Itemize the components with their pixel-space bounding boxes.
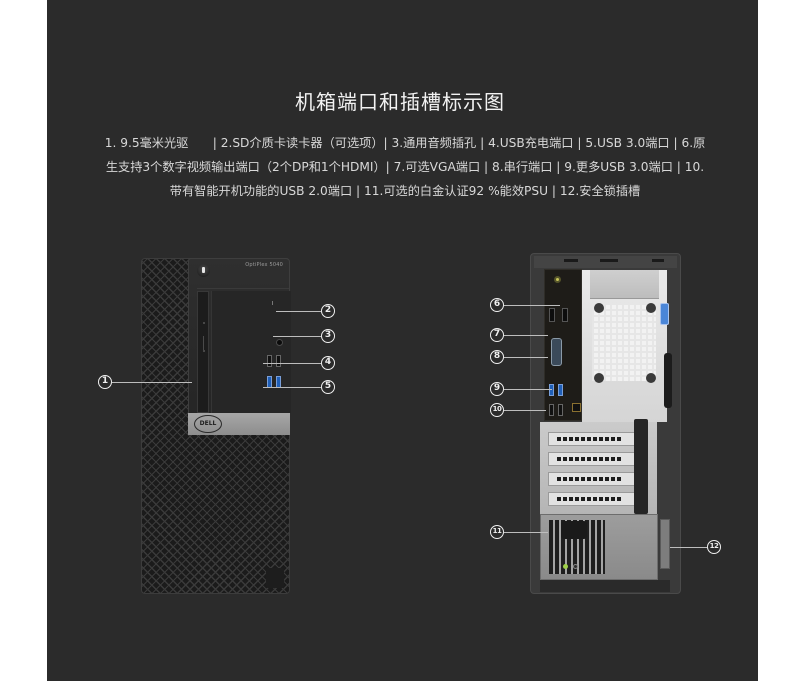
- psu-test-button-icon: [573, 564, 578, 569]
- expansion-slot-cover: [548, 492, 643, 506]
- bezel-divider: [197, 288, 289, 289]
- side-handle: [664, 353, 672, 408]
- leader-line: [263, 363, 321, 364]
- port-description: 1. 9.5毫米光驱 | 2.SD介质卡读卡器（可选项）| 3.通用音频插孔 |…: [60, 131, 750, 203]
- callout-7: 7: [490, 328, 504, 342]
- front-io-panel: [211, 291, 291, 413]
- description-line: 1. 9.5毫米光驱 | 2.SD介质卡读卡器（可选项）| 3.通用音频插孔 |…: [104, 136, 706, 150]
- expansion-slot-cover: [548, 472, 643, 486]
- callout-1: 1: [98, 375, 112, 389]
- screw-icon: [594, 373, 604, 383]
- callout-11: 11: [490, 525, 504, 539]
- usb2-port-icon: [549, 404, 554, 416]
- leader-line: [273, 336, 321, 337]
- front-view-tower: OptiPlex 5040 DELL: [141, 258, 291, 594]
- callout-5: 5: [321, 380, 335, 394]
- leader-line: [504, 532, 548, 533]
- optical-drive-slot: [197, 291, 209, 413]
- rear-base: [540, 580, 670, 592]
- fan-vent-area: [582, 270, 667, 422]
- callout-4: 4: [321, 356, 335, 370]
- power-supply-unit: [540, 514, 658, 580]
- ethernet-port-icon: [572, 403, 581, 412]
- expansion-slot-cover: [548, 452, 643, 466]
- usb-port-icon: [276, 355, 281, 367]
- rear-top-vents: [534, 256, 677, 268]
- description-line: 生支持3个数字视频输出端口（2个DP和1个HDMI）| 7.可选VGA端口 | …: [105, 160, 705, 174]
- callout-6: 6: [490, 298, 504, 312]
- leader-line: [670, 547, 707, 548]
- page-title: 机箱端口和插槽标示图: [295, 90, 505, 114]
- leader-line: [504, 357, 548, 358]
- displayport-icon: [549, 308, 555, 322]
- release-latch-icon: [660, 303, 669, 325]
- model-label: OptiPlex 5040: [245, 262, 283, 268]
- expansion-slot-cover: [548, 432, 643, 446]
- leader-line: [112, 382, 192, 383]
- psu-led-icon: [563, 564, 568, 569]
- sd-card-slot: [272, 301, 273, 305]
- audio-jack-icon: [276, 339, 283, 346]
- displayport-icon: [562, 308, 568, 322]
- callout-3: 3: [321, 329, 335, 343]
- usb2-port-icon: [558, 404, 563, 416]
- leader-line: [504, 305, 560, 306]
- expansion-bracket: [634, 419, 648, 514]
- screw-icon: [646, 373, 656, 383]
- rear-io-plate: [544, 269, 582, 421]
- power-inlet-icon: [561, 521, 587, 539]
- callout-10: 10: [490, 403, 504, 417]
- rear-view-tower: [530, 253, 681, 594]
- leader-line: [263, 387, 321, 388]
- callout-2: 2: [321, 304, 335, 318]
- callout-12: 12: [707, 540, 721, 554]
- leader-line: [504, 335, 548, 336]
- dell-logo: DELL: [194, 415, 222, 433]
- usb-port-icon: [267, 355, 272, 367]
- usb3-port-icon: [549, 384, 554, 396]
- vga-serial-port-icon: [551, 338, 562, 366]
- audio-out-icon: [554, 276, 561, 283]
- security-lock-slot: [660, 519, 670, 569]
- front-foot-pad: [266, 568, 284, 588]
- leader-line: [504, 389, 552, 390]
- leader-line: [276, 311, 321, 312]
- front-bezel: OptiPlex 5040: [188, 258, 291, 435]
- leader-line: [504, 410, 546, 411]
- handle-recess: [590, 270, 659, 299]
- power-button-icon: [197, 264, 210, 277]
- callout-8: 8: [490, 350, 504, 364]
- description-line: 带有智能开机功能的USB 2.0端口 | 11.可选的白金认证92 %能效PSU…: [169, 184, 641, 198]
- fan-grille: [592, 303, 656, 381]
- callout-9: 9: [490, 382, 504, 396]
- dell-badge-band: DELL: [188, 413, 290, 435]
- screw-icon: [594, 303, 604, 313]
- screw-icon: [646, 303, 656, 313]
- usb3-port-icon: [558, 384, 563, 396]
